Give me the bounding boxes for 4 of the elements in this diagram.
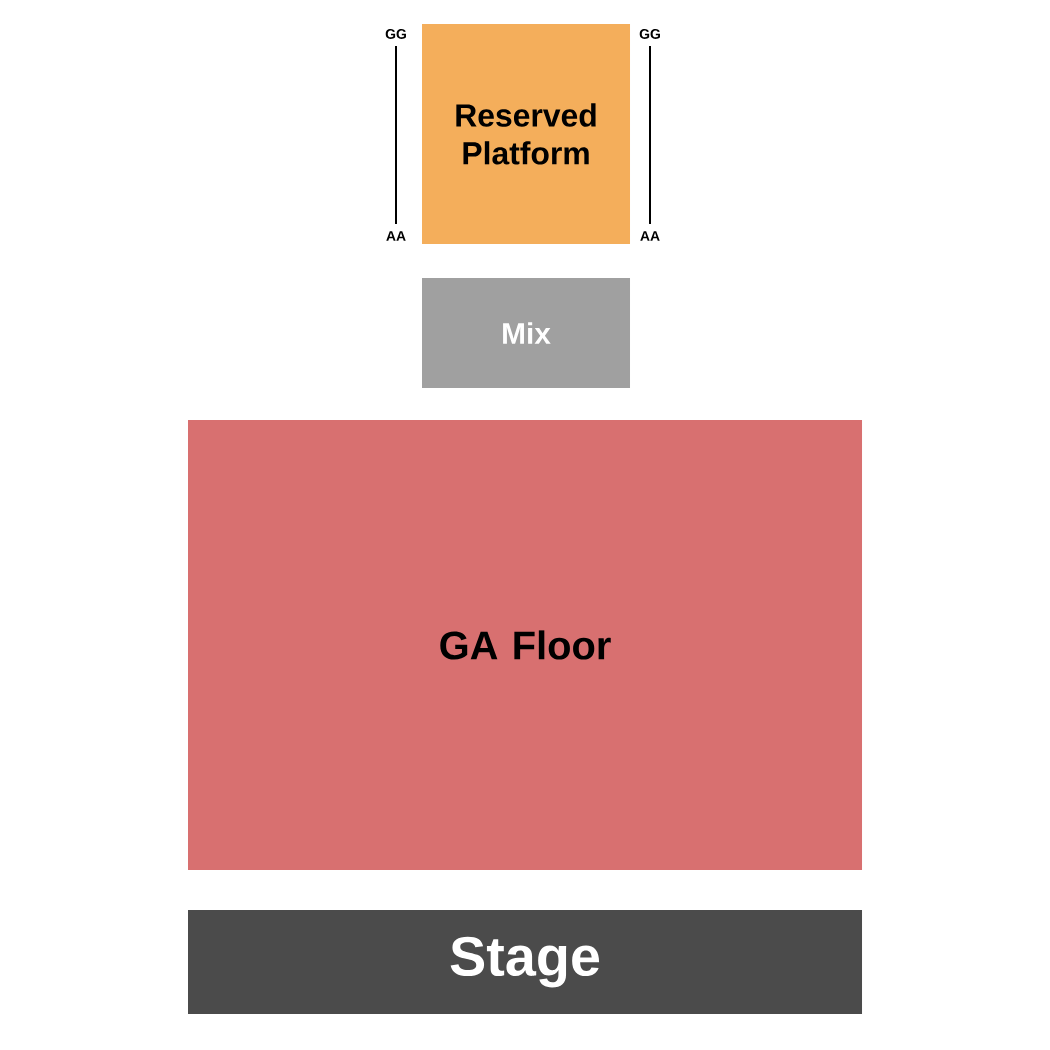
section-block: Stage (188, 910, 862, 1014)
section-block: Reserved Platform (422, 24, 630, 244)
section-block: GA Floor (188, 420, 862, 870)
section-block: Mix (422, 278, 630, 388)
